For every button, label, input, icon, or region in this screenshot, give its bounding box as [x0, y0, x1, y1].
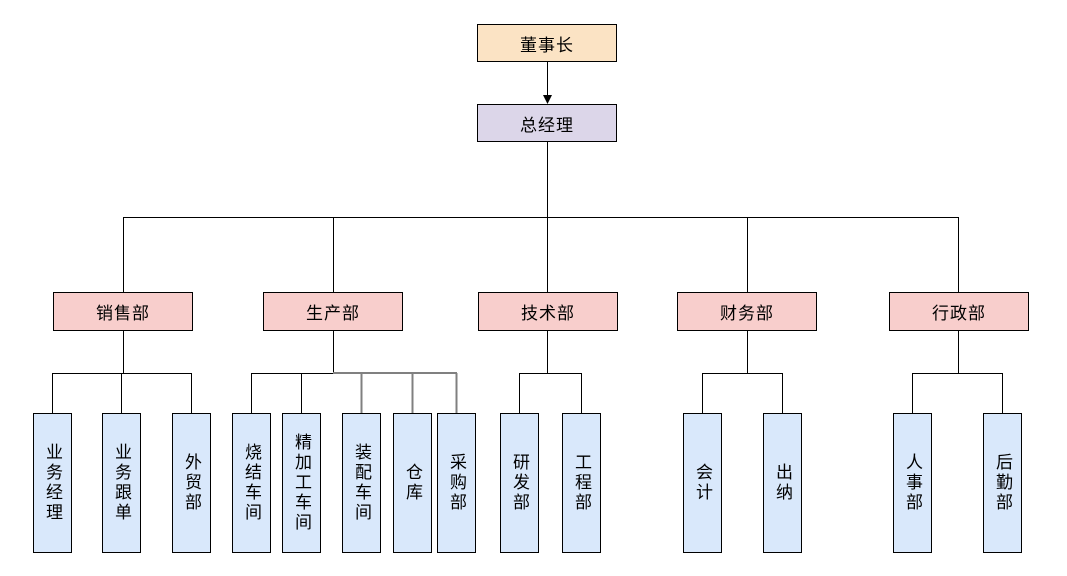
leaf-rnd: 研发部: [500, 413, 539, 553]
leaf-label: 装配车间: [352, 443, 371, 523]
leaf-label: 出纳: [773, 463, 792, 503]
leaf-logistics: 后勤部: [983, 413, 1022, 553]
leaf-hr: 人事部: [893, 413, 932, 553]
dept-finance: 财务部: [677, 292, 817, 331]
leaf-cashier: 出纳: [763, 413, 802, 553]
connector-admin-children: [912, 331, 1003, 413]
leaf-accounting: 会计: [683, 413, 722, 553]
leaf-business-manager: 业务经理: [33, 413, 72, 553]
leaf-label: 烧结车间: [242, 443, 261, 523]
connector-technology-children: [519, 331, 582, 413]
leaf-label: 会计: [693, 463, 712, 503]
leaf-label: 精加工车间: [292, 433, 311, 533]
connector-gm-departments: [123, 142, 959, 292]
dept-sales: 销售部: [53, 292, 193, 331]
leaf-finishing-workshop: 精加工车间: [282, 413, 321, 553]
node-chairman: 董事长: [477, 24, 617, 62]
connector-sales-children: [52, 331, 192, 413]
leaf-label: 业务跟单: [112, 443, 131, 523]
leaf-foreign-trade: 外贸部: [172, 413, 211, 553]
connector-chairman-gm: [543, 62, 552, 104]
leaf-label: 工程部: [572, 453, 591, 513]
node-general-manager: 总经理: [477, 104, 617, 142]
leaf-purchasing: 采购部: [437, 413, 476, 553]
leaf-label: 采购部: [447, 453, 466, 513]
leaf-engineering: 工程部: [562, 413, 601, 553]
leaf-label: 仓库: [403, 463, 422, 503]
leaf-label: 外贸部: [182, 453, 201, 513]
dept-admin: 行政部: [889, 292, 1029, 331]
leaf-assembly-workshop: 装配车间: [342, 413, 381, 553]
leaf-warehouse: 仓库: [393, 413, 432, 553]
dept-production: 生产部: [263, 292, 403, 331]
arrowhead-down: [543, 95, 552, 104]
leaf-label: 人事部: [903, 453, 922, 513]
connector-production-children: [251, 331, 458, 413]
dept-technology: 技术部: [478, 292, 618, 331]
leaf-sintering-workshop: 烧结车间: [232, 413, 271, 553]
leaf-label: 研发部: [510, 453, 529, 513]
connector-finance-children: [702, 331, 783, 413]
leaf-label: 业务经理: [43, 443, 62, 523]
leaf-label: 后勤部: [993, 453, 1012, 513]
leaf-merchandising: 业务跟单: [102, 413, 141, 553]
